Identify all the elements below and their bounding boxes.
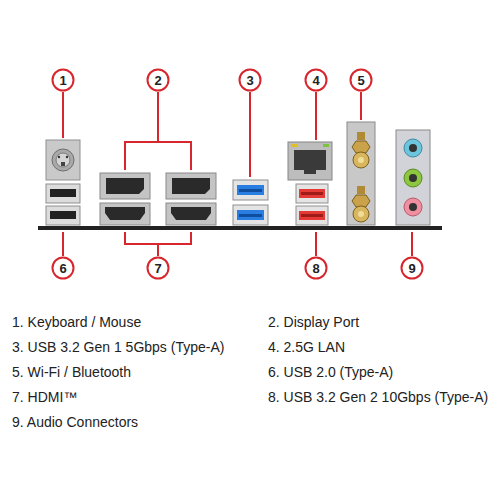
leader-line <box>360 92 362 120</box>
callout-number: 4 <box>312 73 319 88</box>
antenna-connector <box>352 141 370 153</box>
callout-ring <box>240 70 261 91</box>
callout-ring <box>306 70 327 91</box>
callout-ring <box>53 70 74 91</box>
callout-number: 3 <box>246 73 253 88</box>
leader-line <box>62 92 64 138</box>
leader-line <box>157 92 159 142</box>
callout-circle: 7 <box>146 256 170 280</box>
antenna-connector <box>352 195 370 207</box>
audio-plate <box>396 130 430 225</box>
antenna-connector <box>358 157 364 163</box>
usb3-port <box>233 205 268 225</box>
audio-jack <box>409 144 417 152</box>
callout-ring <box>148 258 169 279</box>
hdmi-port <box>100 203 150 225</box>
callout-ring <box>53 258 74 279</box>
displayport-port <box>100 173 150 199</box>
callout-circle: 9 <box>400 256 424 280</box>
callout-circle: 5 <box>349 68 373 92</box>
hdmi-port <box>166 203 216 225</box>
ps2-socket <box>52 149 74 171</box>
callout-circle: 1 <box>51 68 75 92</box>
audio-jack <box>409 203 417 211</box>
audio-jack <box>404 198 422 216</box>
displayport-port <box>166 173 216 199</box>
antenna-plate <box>347 122 375 225</box>
usb2-port <box>50 211 76 219</box>
ps2-socket <box>56 153 70 167</box>
callout-circle: 2 <box>146 68 170 92</box>
ps2-pin <box>58 156 60 158</box>
callout-ring <box>148 70 169 91</box>
leader-line <box>62 232 64 256</box>
callout-number: 5 <box>357 73 364 88</box>
port-description: 2. Display Port <box>268 314 359 331</box>
callout-number: 7 <box>154 261 161 276</box>
panel-base-bar <box>38 226 442 230</box>
leader-line <box>315 232 317 256</box>
port-description: 4. 2.5G LAN <box>268 339 345 356</box>
lan-led <box>323 144 329 147</box>
audio-jack <box>409 174 417 182</box>
lan-port <box>288 142 332 180</box>
lan-jack <box>294 150 326 174</box>
port-description: 6. USB 2.0 (Type-A) <box>268 364 393 381</box>
ps2-pin <box>66 156 68 158</box>
usb3-gen2-port <box>296 206 328 225</box>
leader-line <box>315 92 317 140</box>
leader-line <box>157 244 159 256</box>
port-description: 1. Keyboard / Mouse <box>12 314 141 331</box>
leader-bracket <box>125 232 191 244</box>
leader-line <box>249 92 251 177</box>
audio-jack <box>404 169 422 187</box>
usb3-gen2-port <box>301 214 323 217</box>
leader-line <box>411 232 413 256</box>
usb3-port <box>233 180 268 200</box>
port-description: 3. USB 3.2 Gen 1 5Gbps (Type-A) <box>12 339 224 356</box>
callout-number: 6 <box>59 261 66 276</box>
antenna-connector <box>353 152 369 168</box>
antenna-connector <box>357 132 365 140</box>
ps2-key <box>61 162 65 166</box>
callout-ring <box>306 258 327 279</box>
callout-circle: 8 <box>304 256 328 280</box>
callout-number: 2 <box>154 73 161 88</box>
callout-number: 1 <box>59 73 66 88</box>
port-description: 7. HDMI™ <box>12 389 77 406</box>
audio-jack <box>404 139 422 157</box>
callout-circle: 3 <box>238 68 262 92</box>
displayport-port <box>172 178 210 194</box>
callout-number: 8 <box>312 261 319 276</box>
usb3-gen2-port <box>299 211 325 220</box>
callout-circle: 4 <box>304 68 328 92</box>
lan-led <box>291 144 297 147</box>
usb3-port <box>237 210 264 220</box>
hdmi-port <box>105 207 145 220</box>
usb2-port <box>46 206 80 225</box>
callout-ring <box>351 70 372 91</box>
antenna-connector <box>358 211 364 217</box>
usb3-port <box>239 189 262 192</box>
usb3-gen2-port <box>296 184 328 203</box>
ps2-housing <box>46 140 80 180</box>
usb3-gen2-port <box>301 192 323 195</box>
hdmi-port <box>171 207 211 220</box>
callout-number: 9 <box>408 261 415 276</box>
callout-ring <box>402 258 423 279</box>
antenna-connector <box>357 186 365 194</box>
port-description: 9. Audio Connectors <box>12 414 138 431</box>
usb3-gen2-port <box>299 189 325 198</box>
callout-circle: 6 <box>51 256 75 280</box>
usb3-port <box>239 214 262 217</box>
antenna-connector <box>353 206 369 222</box>
usb2-port <box>46 184 80 203</box>
usb3-port <box>237 185 264 195</box>
displayport-port <box>106 178 144 194</box>
usb2-port <box>50 189 76 197</box>
port-description: 5. Wi-Fi / Bluetooth <box>12 364 131 381</box>
port-description: 8. USB 3.2 Gen 2 10Gbps (Type-A) <box>268 389 488 406</box>
leader-bracket <box>125 142 191 170</box>
